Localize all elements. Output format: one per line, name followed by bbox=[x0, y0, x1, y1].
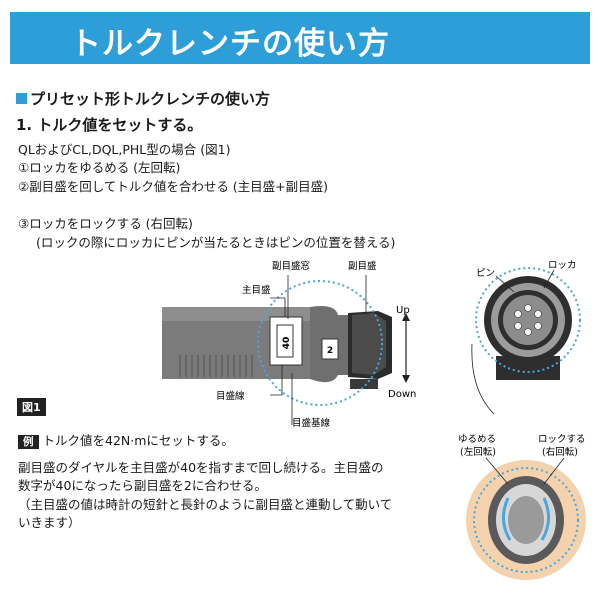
sub-scale-window-label: 副目盛窓 bbox=[272, 260, 310, 272]
base-line-label: 目盛基線 bbox=[292, 417, 331, 429]
scale-line-label: 目盛線 bbox=[216, 390, 245, 402]
example-note-line-2: いきます） bbox=[18, 515, 81, 530]
lock-label: ロックする bbox=[538, 434, 586, 445]
example-line: 例トルク値を42N·mにセットする。 bbox=[18, 430, 234, 449]
section-heading: プリセット形トルクレンチの使い方 bbox=[16, 88, 270, 109]
locker-detail-illustration: ピン ロッカ bbox=[475, 260, 581, 380]
loosen-direction-label: (左回転) bbox=[460, 446, 496, 458]
torque-wrench-illustration: 40 2 副目盛窓 副目盛 主目盛 Up Down 目盛線 目盛基線 bbox=[162, 260, 416, 429]
figure-caption: 図1 bbox=[17, 398, 46, 416]
example-paragraph-line-1: 副目盛のダイヤルを主目盛が40を指すまで回し続ける。主目盛の bbox=[18, 460, 384, 475]
connector-line bbox=[471, 343, 495, 415]
sub-scale-value: 2 bbox=[327, 346, 333, 356]
instruction-1: ①ロッカをゆるめる (左回転) bbox=[18, 160, 181, 175]
example-paragraph-line-2: 数字が40になったら副目盛を2に合わせる。 bbox=[18, 478, 267, 493]
step-title: 1. トルク値をセットする。 bbox=[16, 116, 203, 134]
square-bullet-icon bbox=[16, 93, 27, 104]
main-scale-label: 主目盛 bbox=[242, 284, 271, 296]
lock-direction-label: (右回転) bbox=[542, 446, 578, 458]
example-text: トルク値を42N·mにセットする。 bbox=[42, 433, 234, 448]
pin-label: ピン bbox=[476, 268, 495, 279]
page-title: トルクレンチの使い方 bbox=[70, 26, 390, 62]
example-tag: 例 bbox=[18, 435, 39, 449]
section-heading-text: プリセット形トルクレンチの使い方 bbox=[30, 90, 271, 108]
rotation-illustration: ゆるめる (左回転) ロックする (右回転) bbox=[458, 434, 586, 580]
up-label: Up bbox=[396, 305, 410, 316]
main-scale-value: 40 bbox=[282, 337, 292, 350]
title-banner: トルクレンチの使い方 bbox=[10, 12, 590, 64]
locker-label: ロッカ bbox=[548, 260, 577, 271]
down-label: Down bbox=[388, 389, 416, 400]
example-note-line-1: （主目盛の値は時計の短針と長針のように副目盛と連動して動いて bbox=[18, 497, 393, 512]
loosen-label: ゆるめる bbox=[458, 434, 496, 445]
sub-scale-label: 副目盛 bbox=[348, 260, 377, 272]
model-note: QLおよびCL,DQL,PHL型の場合 (図1) bbox=[18, 142, 231, 157]
instruction-2: ②副目盛を回してトルク値を合わせる (主目盛+副目盛) bbox=[18, 179, 329, 194]
instruction-3: ③ロッカをロックする (右回転) bbox=[18, 216, 193, 231]
instruction-3-note: (ロックの際にロッカにピンが当たるときはピンの位置を替える) bbox=[36, 235, 396, 250]
